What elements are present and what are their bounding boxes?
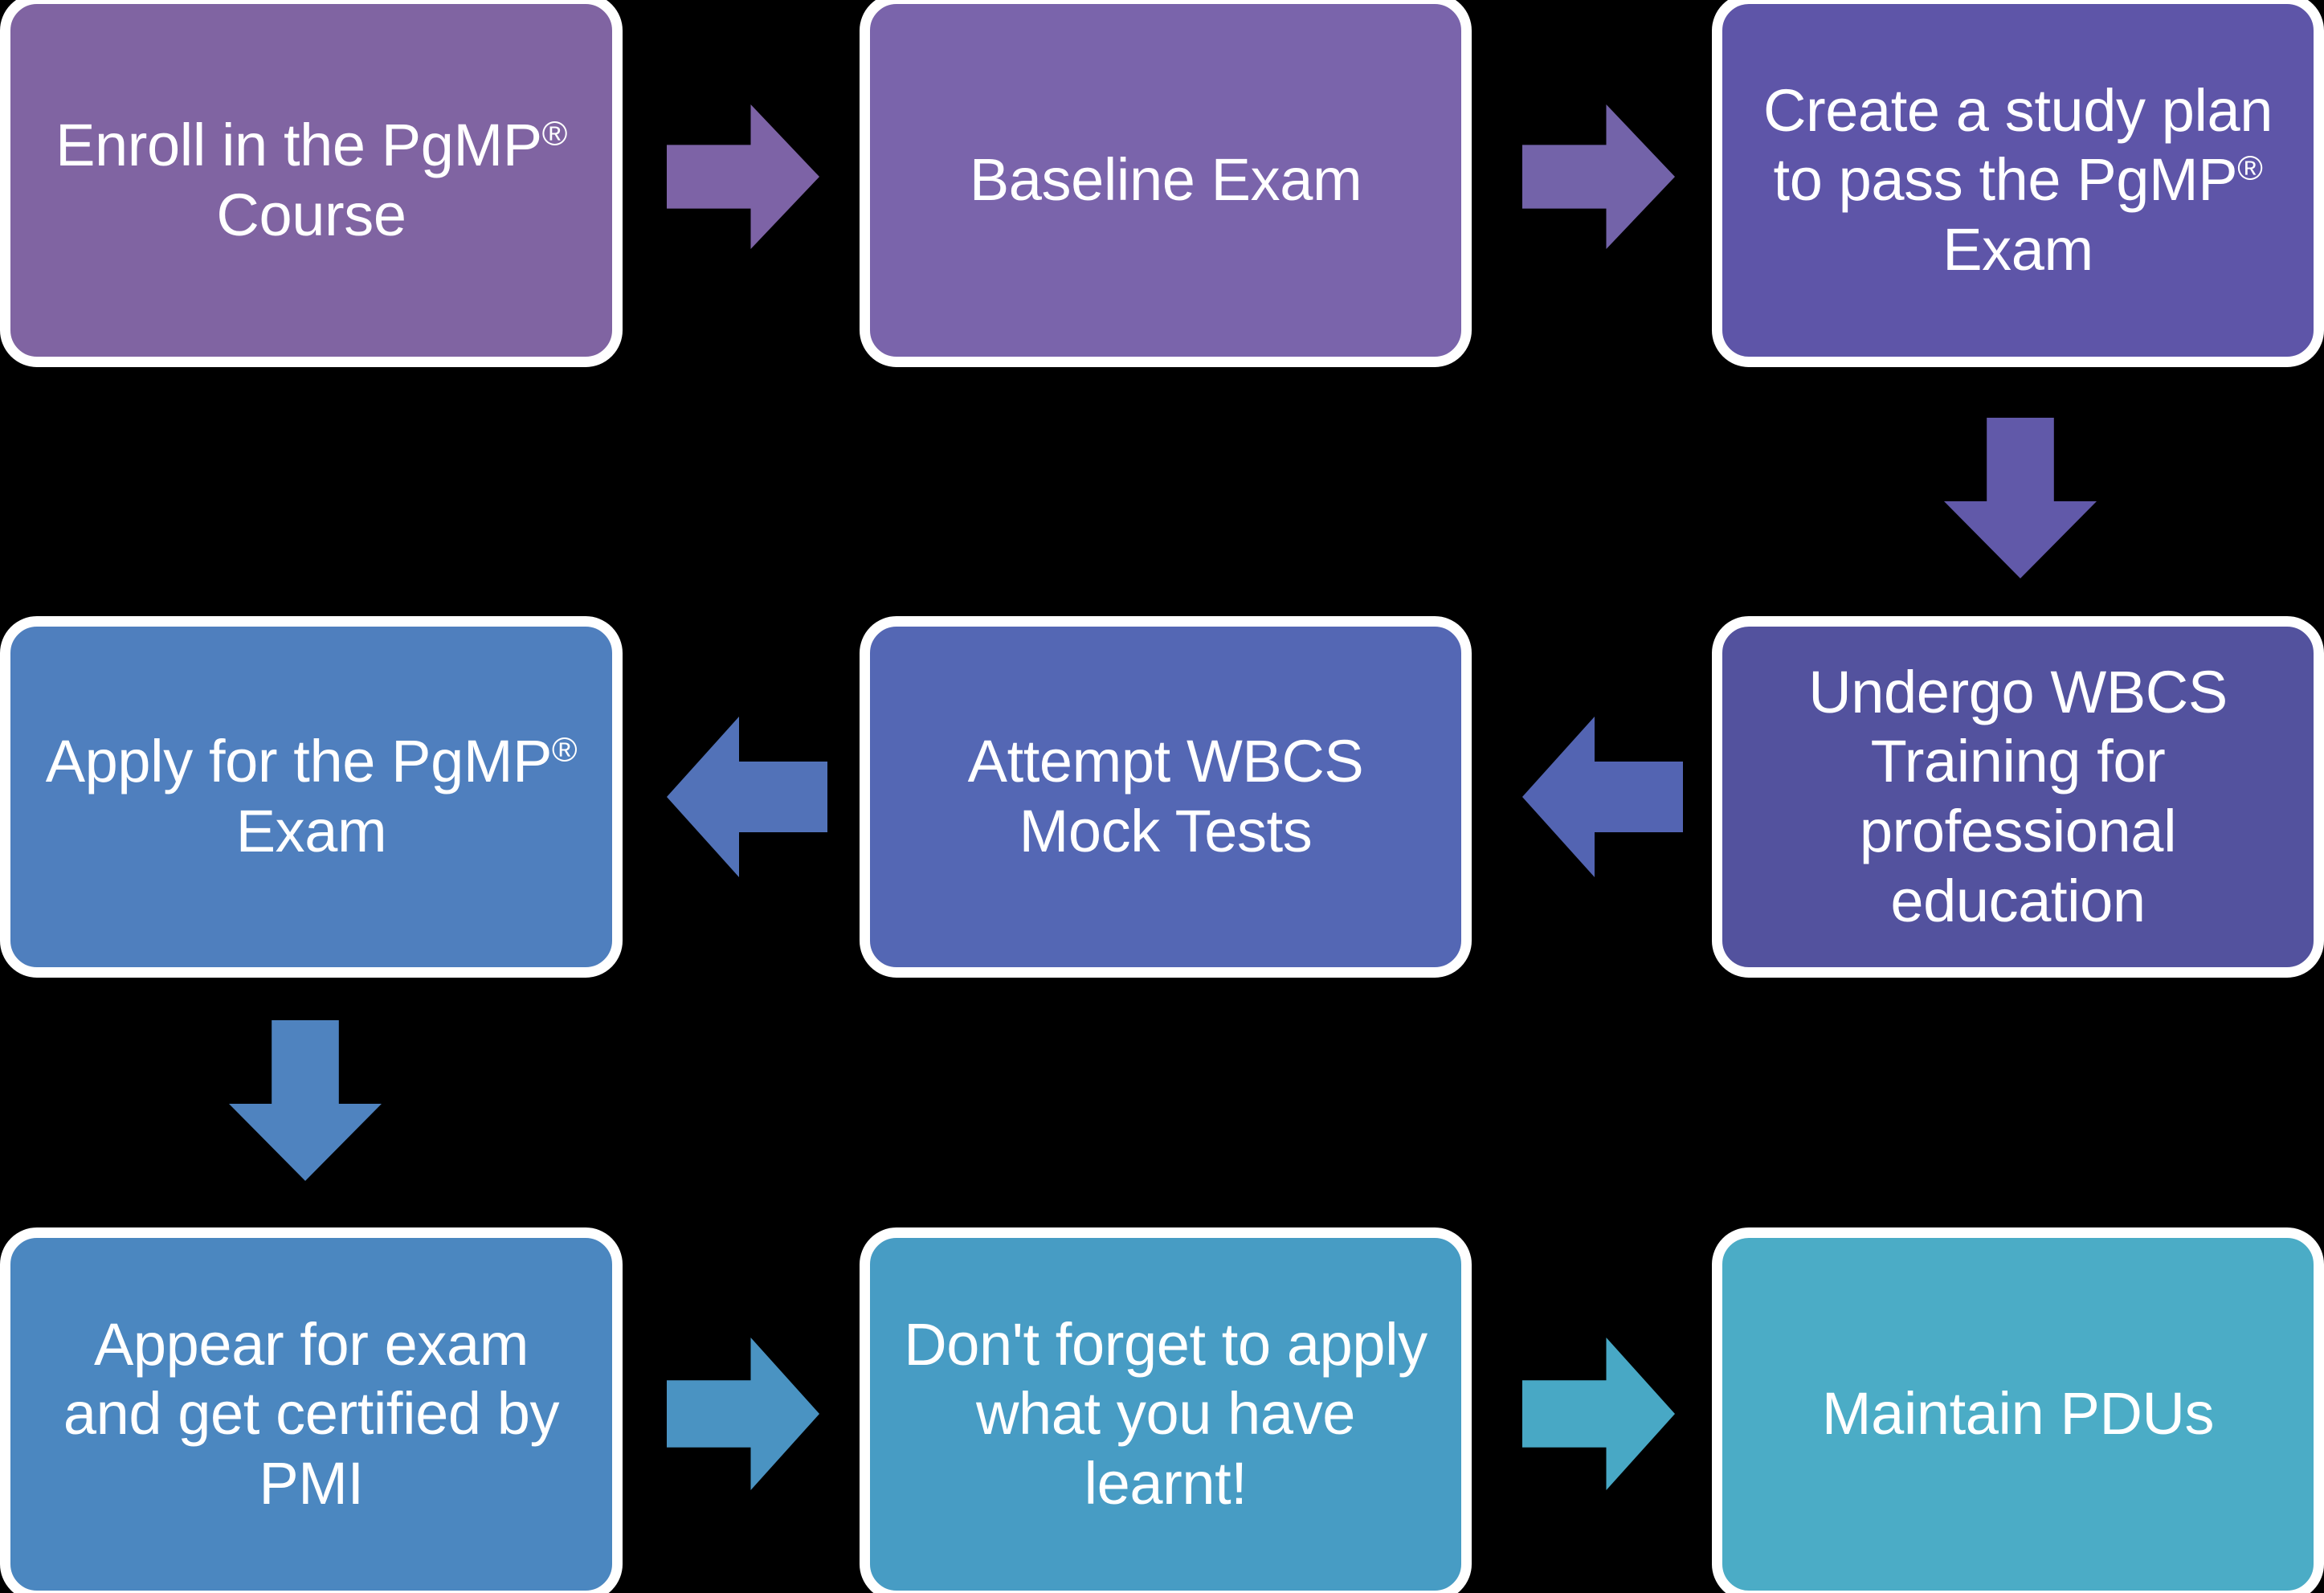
node-undergo-wbcs-training[interactable]: Undergo WBCS Training for professional e…	[1712, 616, 2324, 978]
node-label: Attempt WBCS Mock Tests	[967, 728, 1364, 864]
registered-trademark-icon: ®	[2237, 149, 2263, 188]
node-label: Enroll in the PgMP® Course	[55, 111, 568, 248]
node-baseline-exam[interactable]: Baseline Exam	[860, 0, 1472, 367]
node-label: Don't forget to apply what you have lear…	[904, 1310, 1427, 1517]
node-label: Apply for the PgMP® Exam	[45, 728, 578, 864]
node-label: Appear for exam and get certified by PMI	[63, 1310, 560, 1517]
arrow-enroll-to-baseline	[667, 104, 819, 249]
registered-trademark-icon: ®	[552, 730, 578, 770]
arrow-learnt-to-pdus	[1522, 1338, 1675, 1490]
arrow-baseline-to-studyplan	[1522, 104, 1675, 249]
node-maintain-pdus[interactable]: Maintain PDUs	[1712, 1227, 2324, 1593]
node-label: Maintain PDUs	[1821, 1380, 2215, 1448]
arrow-training-to-mocktests	[1522, 717, 1683, 877]
node-enroll-course[interactable]: Enroll in the PgMP® Course	[0, 0, 623, 367]
arrow-appear-to-learnt	[667, 1338, 819, 1490]
arrow-mocktests-to-apply	[667, 717, 827, 877]
node-label: Undergo WBCS Training for professional e…	[1808, 658, 2228, 934]
arrow-studyplan-to-training	[1944, 418, 2097, 578]
node-attempt-mock-tests[interactable]: Attempt WBCS Mock Tests	[860, 616, 1472, 978]
node-apply-for-exam[interactable]: Apply for the PgMP® Exam	[0, 616, 623, 978]
node-label: Create a study plan to pass the PgMP® Ex…	[1762, 76, 2273, 283]
node-create-study-plan[interactable]: Create a study plan to pass the PgMP® Ex…	[1712, 0, 2324, 367]
node-appear-get-certified[interactable]: Appear for exam and get certified by PMI	[0, 1227, 623, 1593]
node-label: Baseline Exam	[969, 146, 1362, 214]
arrow-apply-to-appear	[229, 1020, 382, 1181]
node-apply-what-learnt[interactable]: Don't forget to apply what you have lear…	[860, 1227, 1472, 1593]
registered-trademark-icon: ®	[541, 114, 568, 153]
